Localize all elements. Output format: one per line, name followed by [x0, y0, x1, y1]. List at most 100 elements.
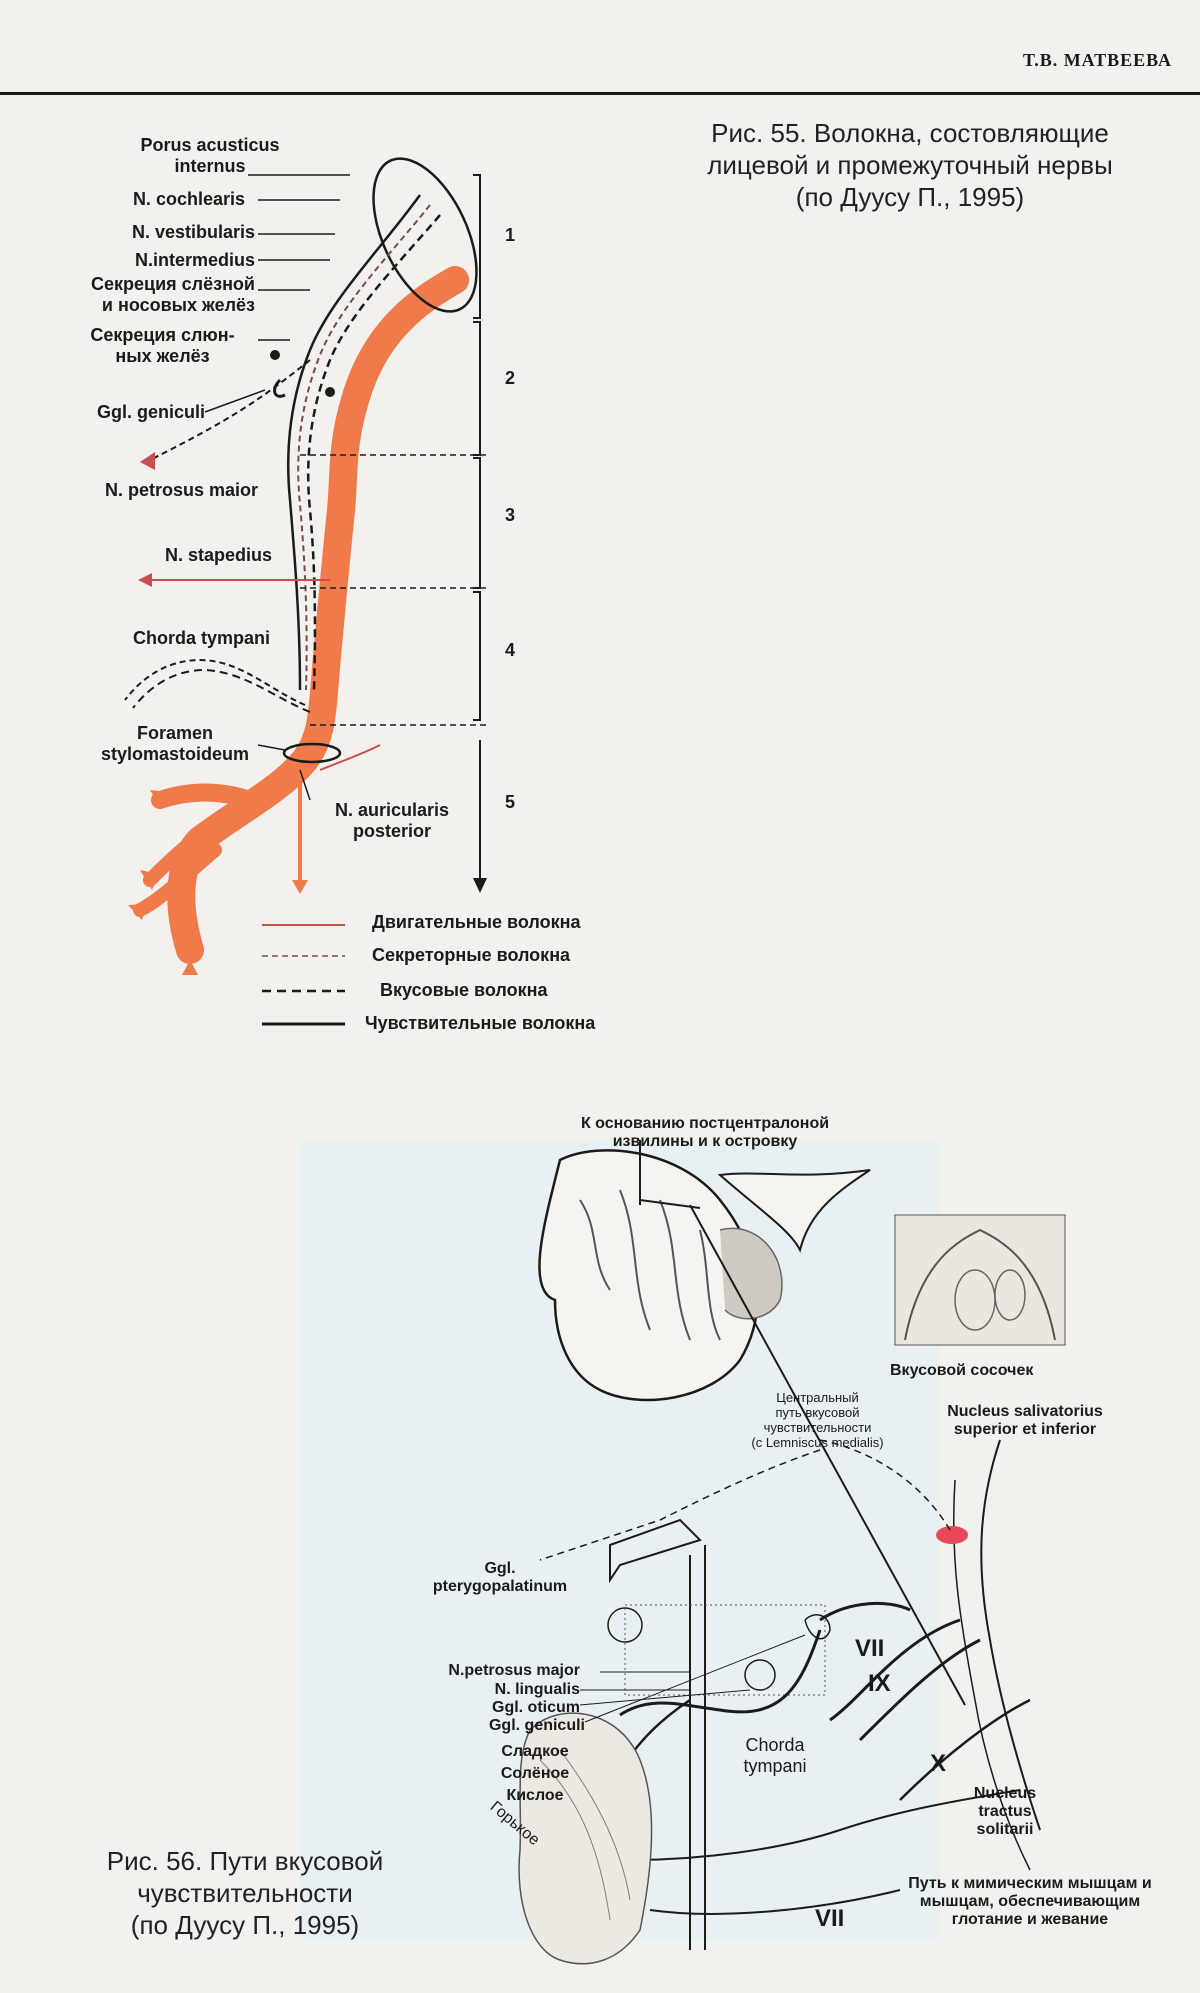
ganglion-dot: [270, 350, 280, 360]
stapedius-arrow: [138, 573, 152, 587]
papilla-bud: [994, 1269, 1026, 1321]
fig55-caption-line: лицевой и промежуточный нервы: [707, 150, 1113, 180]
label-line: N. auricularis: [334, 800, 450, 820]
ganglion-dot: [325, 387, 335, 397]
label-salty: Солёное: [500, 1765, 570, 1782]
brain-hemisphere: [538, 1149, 759, 1402]
label-central-pathway: Центральный путь вкусовой чувствительнос…: [735, 1390, 900, 1450]
motor-arrow: [150, 790, 168, 806]
ventricle: [717, 1169, 871, 1253]
lower-pathway: [629, 1789, 1021, 1861]
nerve-vii-path: [819, 1601, 961, 1722]
label-secretion-lacrimal: Секреция слёзной и носовых желёз: [40, 274, 255, 316]
label-tractus-solitarii: Nucleus tractus solitarii: [945, 1785, 1065, 1839]
canal-horizontal: [609, 1518, 702, 1584]
label-auricularis: N. auricularis posterior: [312, 800, 472, 842]
label-stapedius: N. stapedius: [164, 545, 272, 565]
chorda-branch: [124, 658, 306, 706]
leader-line: [257, 744, 286, 751]
fig56-caption: Рис. 56. Пути вкусовой чувствительности …: [60, 1845, 430, 1941]
nerve-x-path: [899, 1698, 1031, 1801]
label-nerve-ix: IX: [868, 1670, 891, 1697]
motor-branch-lower: [133, 843, 222, 917]
papilla-inset: [894, 1214, 1066, 1346]
label-nerve-x: X: [930, 1750, 947, 1777]
label-foramen: Foramen stylomastoideum: [90, 723, 260, 765]
lower-pathway-2: [649, 1889, 901, 1915]
motor-branch-upper: [151, 783, 259, 809]
fig55-caption-line: Рис. 55. Волокна, состовляющие: [711, 118, 1109, 148]
label-line: Foramen: [136, 723, 214, 743]
central-pathway: [689, 1204, 966, 1706]
label-intermedius: N.intermedius: [134, 250, 255, 270]
label-line: Nucleus salivatorius: [947, 1403, 1103, 1420]
legend-label-sensory: Чувствительные волокна: [365, 1013, 596, 1033]
secretory-path: [539, 1449, 821, 1561]
segment-bracket-1: [473, 174, 481, 319]
label-line: чувствительности: [763, 1420, 872, 1435]
label-line: solitarii: [976, 1821, 1034, 1838]
label-line: posterior: [352, 821, 431, 841]
label-line: pterygopalatinum: [432, 1578, 568, 1595]
label-line: Chorda: [745, 1735, 805, 1755]
label-top-pathway: К основанию постцентралоной извилины и к…: [545, 1115, 865, 1151]
central-pathway-top: [639, 1199, 701, 1209]
legend-label-secretory: Секреторные волокна: [372, 945, 571, 965]
petrosus-arrow: [140, 452, 155, 470]
segment-number: 3: [505, 505, 516, 525]
nerve-ix-path: [858, 1638, 981, 1742]
label-line: Porus acusticus: [140, 135, 280, 155]
label-line: путь вкусовой: [775, 1405, 860, 1420]
label-papilla: Вкусовой сосочек: [890, 1362, 1034, 1379]
segment-bracket-3: [473, 457, 481, 589]
dotted-box: [624, 1604, 826, 1696]
sensory-fibre: [286, 194, 422, 691]
segment-number: 2: [505, 368, 516, 388]
label-secretion-salivary: Секреция слюн- ных желёз: [70, 325, 255, 367]
segment-bracket-4: [473, 591, 481, 721]
label-petrosus-major: N.petrosus major: [448, 1662, 580, 1679]
petrosus-branch: [149, 359, 311, 461]
motor-arrow: [128, 904, 146, 920]
porus-ellipse: [372, 157, 478, 313]
label-oticum: Ggl. oticum: [492, 1699, 580, 1716]
motor-arrow: [292, 880, 308, 894]
label-ggl-geniculi: Ggl. geniculi: [96, 402, 205, 422]
taste-fibre: [306, 214, 441, 691]
canal-vertical: [689, 1545, 706, 1950]
fig56-caption-line: чувствительности: [137, 1878, 353, 1908]
label-line: stylomastoideum: [100, 744, 250, 764]
ggl-geniculi-knot: [273, 378, 286, 398]
brain-gyri: [579, 1189, 721, 1341]
label-petrosus: N. petrosus maior: [104, 480, 258, 500]
segment-arrowhead: [473, 878, 487, 893]
fig55-caption: Рис. 55. Волокна, состовляющие лицевой и…: [640, 117, 1180, 213]
label-line: tympani: [743, 1756, 807, 1776]
segment-bracket-2: [473, 321, 481, 456]
segment-number: 1: [505, 225, 516, 245]
label-line: superior et inferior: [953, 1421, 1097, 1438]
leader-line: [584, 1634, 806, 1723]
motor-arrow: [140, 870, 158, 890]
leader-line: [299, 769, 311, 801]
label-line: Секреция слюн-: [90, 325, 235, 345]
segment-number: 4: [505, 640, 516, 660]
fig55-caption-line: (по Дуусу П., 1995): [795, 182, 1025, 212]
chorda-curve: [619, 1629, 822, 1717]
foramen-ring: [282, 742, 342, 764]
secretory-path: [819, 1439, 951, 1531]
label-vestibularis: N. vestibularis: [131, 222, 255, 242]
label-line: глотание и жевание: [951, 1911, 1109, 1928]
label-line: Центральный: [776, 1390, 859, 1405]
geniculate-ganglion: [804, 1614, 831, 1640]
label-chorda: Chorda tympani: [132, 628, 270, 648]
fig56-caption-line: (по Дуусу П., 1995): [130, 1910, 360, 1940]
label-cochlearis: N. cochlearis: [132, 189, 245, 209]
label-line: извилины и к островку: [612, 1133, 798, 1150]
label-geniculi: Ggl. geniculi: [488, 1717, 585, 1734]
label-sour: Кислое: [506, 1787, 564, 1804]
otic-ganglion: [744, 1659, 776, 1691]
label-line: мышцам, обеспечивающим: [919, 1893, 1141, 1910]
leader-line: [204, 389, 266, 413]
